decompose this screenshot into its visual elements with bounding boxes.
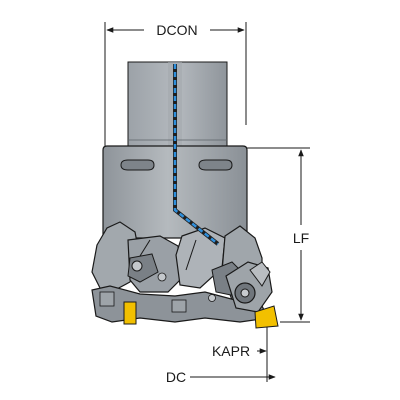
insert-pocket-left bbox=[99, 291, 115, 307]
coolant-channel bbox=[173, 64, 219, 245]
lf-label: LF bbox=[293, 230, 309, 246]
tool-shank bbox=[127, 61, 228, 147]
kapr-dimension: KAPR bbox=[212, 322, 268, 382]
kapr-label: KAPR bbox=[212, 343, 250, 359]
clamp-screw-left bbox=[131, 260, 143, 272]
cutting-insert-right bbox=[254, 305, 279, 329]
clamp-screw-center bbox=[157, 272, 167, 282]
insert-wedge-right bbox=[249, 261, 271, 287]
dc-label: DC bbox=[166, 369, 186, 385]
cutting-insert-left bbox=[123, 301, 137, 325]
cutting-head bbox=[91, 221, 279, 329]
pocket-edge-b bbox=[185, 239, 197, 271]
drive-slot-right bbox=[198, 159, 233, 171]
dc-dimension: DC bbox=[166, 369, 276, 385]
lf-dimension: LF bbox=[246, 147, 310, 323]
pocket-edge-a bbox=[139, 239, 151, 257]
dcon-label: DCON bbox=[156, 22, 197, 38]
insert-screw-hole-right bbox=[240, 288, 250, 298]
insert-pocket-center bbox=[171, 299, 187, 313]
dcon-dimension: DCON bbox=[104, 22, 247, 155]
clamp-screw-lower bbox=[208, 294, 216, 302]
drive-slot-left bbox=[120, 159, 155, 171]
